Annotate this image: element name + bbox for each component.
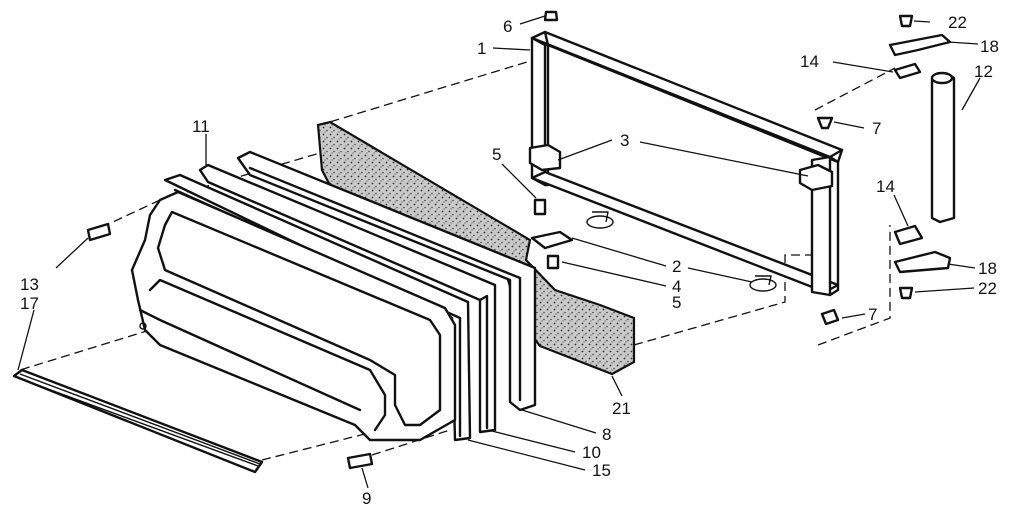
callout-15: 15	[592, 461, 611, 480]
callout-21: 21	[612, 399, 631, 418]
hinge-post	[930, 71, 956, 224]
callout-18b: 18	[978, 259, 997, 278]
callout-8: 8	[602, 425, 611, 444]
callout-10: 10	[582, 443, 601, 462]
callout-5a: 5	[492, 145, 501, 164]
callout-2: 2	[672, 257, 681, 276]
door-panel	[130, 190, 457, 442]
handle-trim	[12, 368, 264, 474]
callout-5b: 5	[672, 293, 681, 312]
callout-4: 4	[672, 277, 681, 296]
callout-7a: 7	[872, 119, 881, 138]
callout-11: 11	[192, 117, 210, 136]
door-frame	[528, 30, 844, 297]
callout-18a: 18	[980, 37, 999, 56]
callout-13: 13	[20, 275, 39, 294]
callout-1: 1	[477, 39, 486, 58]
callout-22b: 22	[978, 279, 997, 298]
door-gasket	[198, 163, 497, 434]
callout-14b: 14	[876, 177, 895, 196]
leader-lines	[17, 15, 981, 489]
inner-liner	[236, 150, 537, 412]
callout-6: 6	[503, 17, 512, 36]
callout-7b: 7	[868, 305, 877, 324]
callout-14a: 14	[800, 52, 819, 71]
callout-17: 17	[20, 294, 39, 313]
callout-3: 3	[620, 131, 629, 150]
callouts: 6 1 22 18 14 12 7 3 5 11 14 2 4 5 18 22 …	[20, 13, 999, 508]
hardware	[86, 10, 952, 470]
callout-22a: 22	[948, 13, 967, 32]
callout-9: 9	[362, 489, 371, 508]
callout-12: 12	[974, 62, 993, 81]
